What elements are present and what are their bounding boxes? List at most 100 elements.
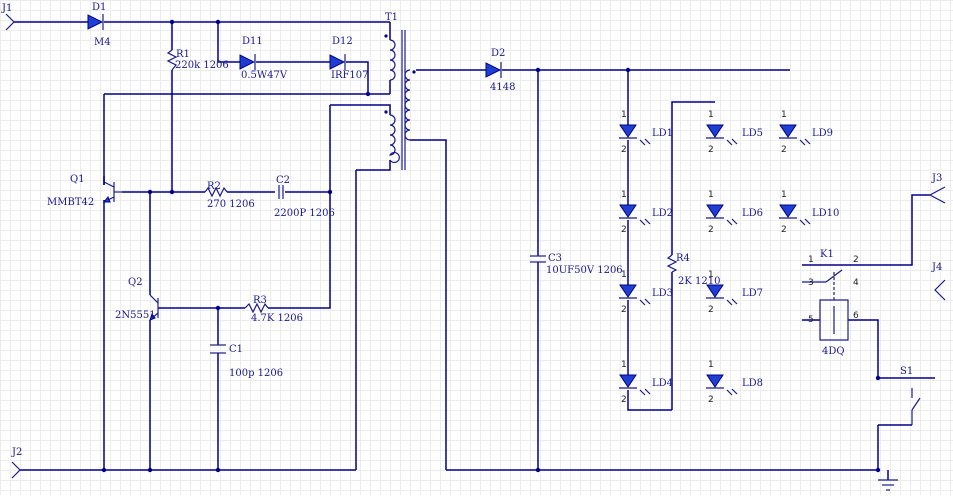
c3-ref: C3 [548,253,562,264]
ld9-pin2: 2 [781,145,787,155]
wires [14,21,935,480]
ld10-pin2: 2 [781,225,787,235]
led-ld1: LD1 1 2 [619,110,673,155]
ld7-pin1: 1 [708,270,714,280]
ld8-pin2: 2 [708,395,714,405]
resistor-r2: R2 270 1206 [204,181,255,210]
ld1-pin1: 1 [621,110,627,120]
d1-ref: D1 [92,2,106,13]
r1-value: 220k 1206 [175,60,229,71]
capacitor-c2: C2 2200P 1206 [274,175,335,219]
ld4-label: LD4 [652,378,673,389]
q1-ref: Q1 [70,174,85,185]
q2-value: 2N5551 [115,310,156,321]
led-array: LD1 1 2 LD2 1 2 LD3 1 2 LD4 1 2 [619,110,839,405]
ld4-pin1: 1 [621,360,627,370]
ld5-pin1: 1 [708,110,714,120]
d2-value: 4148 [490,82,515,93]
led-ld6: LD6 1 2 [706,190,763,235]
ld7-label: LD7 [742,288,763,299]
r3-value: 4.7K 1206 [251,313,303,324]
relay-k1: 1 2 3 4 5 6 K1 4DQ [802,249,859,357]
resistor-r4: R4 2K 1210 [666,253,720,287]
j1-label: J1 [1,3,12,14]
ground-symbol [878,479,898,491]
resistor-r1: R1 220k 1206 [166,49,229,71]
connector-j4: J4 [931,262,946,301]
ld1-pin2: 2 [621,145,627,155]
junction-dots [101,19,881,473]
d2-ref: D2 [491,48,505,59]
diode-d2: D2 4148 [485,48,515,93]
k1-pin6: 6 [853,311,859,321]
ld8-pin1: 1 [708,360,714,370]
connector-j1: J1 [1,3,15,31]
k1-pin5: 5 [808,315,814,325]
led-ld4: LD4 1 2 [619,360,673,405]
q2-ref: Q2 [128,277,143,288]
ld9-pin1: 1 [781,110,787,120]
j3-label: J3 [931,173,942,184]
d11-ref: D11 [242,36,263,47]
c2-value: 2200P 1206 [274,208,335,219]
c1-value: 100p 1206 [229,368,283,379]
ld6-pin1: 1 [708,190,714,200]
ld2-pin1: 1 [621,190,627,200]
k1-pin3: 3 [808,278,814,288]
transformer-t1: T1 [384,12,416,170]
j4-label: J4 [931,262,942,273]
ld5-label: LD5 [742,128,763,139]
led-ld2: LD2 1 2 [619,190,673,235]
ld3-pin1: 1 [621,270,627,280]
k1-pin4: 4 [853,278,859,288]
k1-pin1: 1 [808,255,814,265]
t1-ref: T1 [385,12,398,23]
diode-d12: D12 IRF107 [329,36,369,81]
r2-ref: R2 [207,181,221,192]
capacitor-c3: C3 10UF50V 1206 [530,253,623,276]
resistor-r3: R3 4.7K 1206 [244,295,303,324]
d11-value: 0.5W47V [241,70,288,81]
ld7-pin2: 2 [708,305,714,315]
ld3-pin2: 2 [621,305,627,315]
ld3-label: LD3 [652,288,673,299]
r1-ref: R1 [176,49,190,60]
diode-d1: D1 M4 [87,2,111,48]
s1-ref: S1 [900,366,913,377]
ld9-label: LD9 [812,128,833,139]
c3-value: 10UF50V 1206 [546,265,623,276]
c2-ref: C2 [276,175,290,186]
ld6-pin2: 2 [708,225,714,235]
transistor-q1: Q1 MMBT42 [47,174,122,208]
connector-j2: J2 [11,447,22,479]
d12-value: IRF107 [331,70,369,81]
led-ld3: LD3 1 2 [619,270,673,315]
connector-j3: J3 [928,173,946,204]
k1-value: 4DQ [822,346,845,357]
ld8-label: LD8 [742,378,763,389]
ld2-pin2: 2 [621,225,627,235]
ld10-pin1: 1 [781,190,787,200]
ld5-pin2: 2 [708,145,714,155]
led-ld5: LD5 1 2 [706,110,763,155]
diode-d11: D11 0.5W47V [239,36,288,81]
r4-ref: R4 [676,253,690,264]
ld1-label: LD1 [652,128,673,139]
led-ld7: LD7 1 2 [706,270,763,315]
j2-label: J2 [11,447,22,458]
d1-value: M4 [94,37,111,48]
c1-ref: C1 [229,344,243,355]
k1-ref: K1 [820,249,834,260]
led-ld9: LD9 1 2 [779,110,833,155]
r4-value: 2K 1210 [678,276,720,287]
ld10-label: LD10 [812,208,839,219]
q1-value: MMBT42 [47,197,94,208]
switch-s1: S1 [878,366,921,426]
led-ld8: LD8 1 2 [706,360,763,405]
ld6-label: LD6 [742,208,763,219]
d12-ref: D12 [332,36,353,47]
led-ld10: LD10 1 2 [779,190,839,235]
r2-value: 270 1206 [207,199,255,210]
